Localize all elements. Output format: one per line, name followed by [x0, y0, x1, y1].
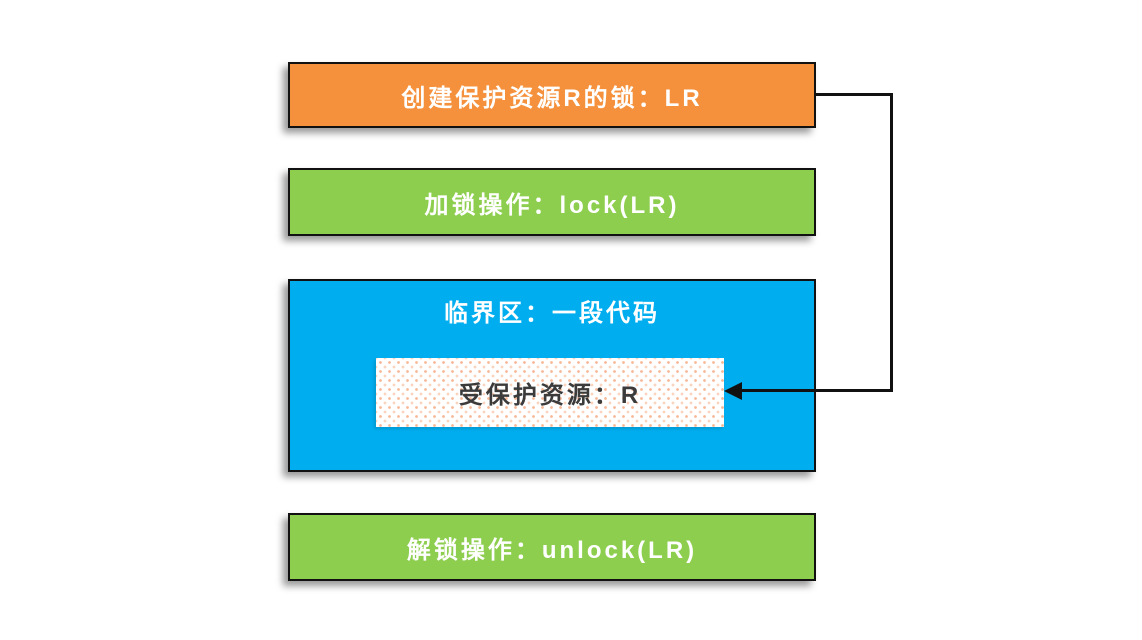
arrow-segment-vertical [890, 93, 893, 392]
box-protected-resource: 受保护资源：R [376, 358, 724, 427]
arrow-segment-bottom [740, 389, 893, 392]
box-unlock-operation-label: 解锁操作：unlock(LR) [406, 536, 698, 564]
arrow-head-icon [724, 382, 742, 400]
protected-resource-label: 受保护资源：R [458, 382, 642, 409]
box-create-lock: 创建保护资源R的锁：LR [288, 62, 816, 128]
box-lock-operation-label: 加锁操作：lock(LR) [424, 191, 680, 219]
box-critical-section: 临界区：一段代码 受保护资源：R [288, 279, 816, 472]
box-create-lock-label: 创建保护资源R的锁：LR [401, 84, 703, 112]
box-unlock-operation: 解锁操作：unlock(LR) [288, 513, 816, 581]
critical-section-title: 临界区：一段代码 [444, 300, 660, 327]
arrow-segment-top [816, 93, 892, 96]
box-lock-operation: 加锁操作：lock(LR) [288, 168, 816, 236]
